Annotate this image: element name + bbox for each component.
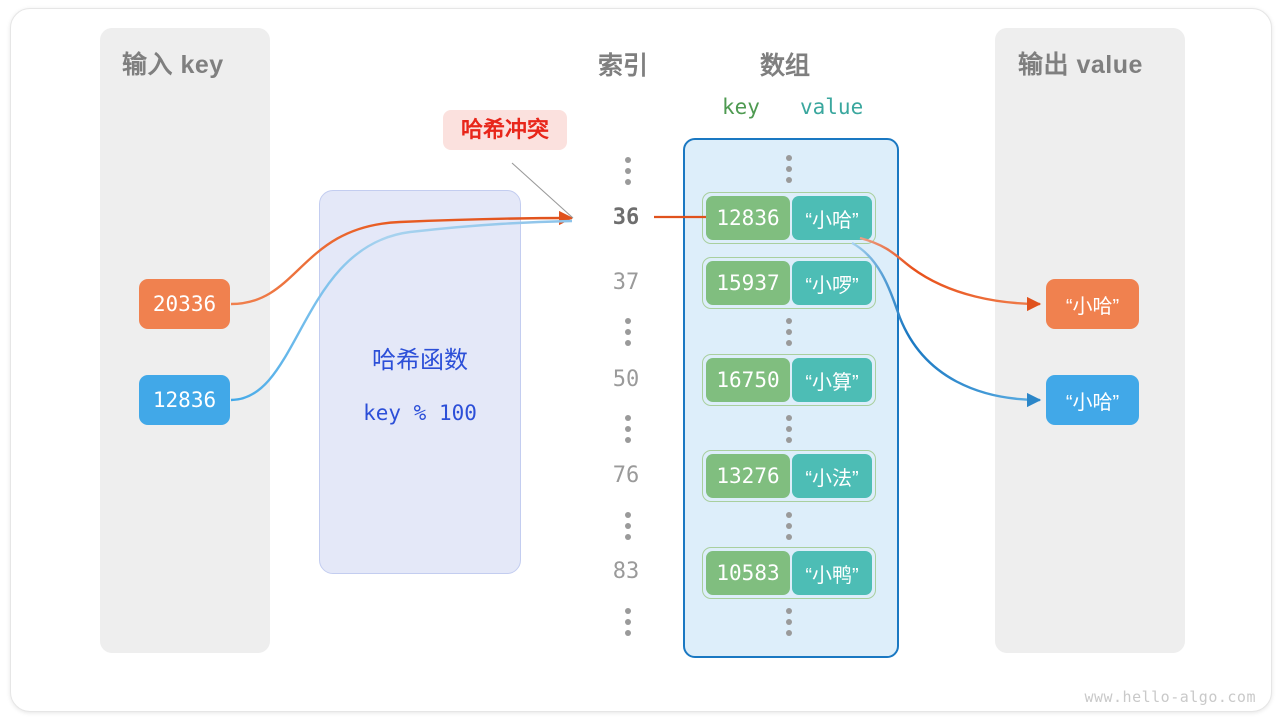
input-panel <box>100 28 270 653</box>
index-ellipsis <box>623 415 633 443</box>
output-value-label: “小哈” <box>1065 391 1120 414</box>
array-ellipsis <box>784 512 794 540</box>
output-value-pill-1: “小哈” <box>1046 375 1139 425</box>
array-bucket-76: 13276 “小法” <box>702 450 876 502</box>
array-ellipsis <box>784 415 794 443</box>
array-bucket-37: 15937 “小啰” <box>702 257 876 309</box>
input-key-pill-1: 12836 <box>139 375 230 425</box>
array-bucket-83: 10583 “小鸭” <box>702 547 876 599</box>
array-ellipsis <box>784 318 794 346</box>
bucket-value-cell: “小算” <box>792 358 872 402</box>
watermark: www.hello-algo.com <box>1084 688 1256 706</box>
input-panel-title: 输入 key <box>122 51 224 79</box>
bucket-value-cell: “小啰” <box>792 261 872 305</box>
hash-function-box: 哈希函数 key % 100 <box>319 190 521 574</box>
hash-collision-badge: 哈希冲突 <box>443 110 568 150</box>
bucket-value-cell: “小鸭” <box>792 551 872 595</box>
output-value-pill-0: “小哈” <box>1046 279 1139 329</box>
input-key-pill-0: 20336 <box>139 279 230 329</box>
bucket-key-cell: 16750 <box>706 358 790 402</box>
index-label-37: 37 <box>612 270 640 295</box>
array-ellipsis <box>784 608 794 636</box>
input-key-label: 20336 <box>152 292 217 316</box>
key-column-label: key <box>722 95 760 119</box>
index-label-36: 36 <box>612 205 640 230</box>
array-bucket-36: 12836 “小哈” <box>702 192 876 244</box>
index-ellipsis <box>623 512 633 540</box>
index-ellipsis <box>623 157 633 185</box>
bucket-value-cell: “小哈” <box>792 196 872 240</box>
bucket-key-cell: 12836 <box>706 196 790 240</box>
index-label-76: 76 <box>612 463 640 488</box>
input-key-label: 12836 <box>152 388 217 412</box>
array-bucket-50: 16750 “小算” <box>702 354 876 406</box>
bucket-value-cell: “小法” <box>792 454 872 498</box>
index-column-title: 索引 <box>598 52 649 80</box>
value-column-label: value <box>800 95 864 119</box>
output-panel-title: 输出 value <box>1018 51 1143 79</box>
hash-function-title: 哈希函数 <box>372 346 468 374</box>
bucket-key-cell: 15937 <box>706 261 790 305</box>
index-ellipsis <box>623 318 633 346</box>
index-label-83: 83 <box>612 559 640 584</box>
index-ellipsis <box>623 608 633 636</box>
array-ellipsis <box>784 155 794 183</box>
bucket-key-cell: 10583 <box>706 551 790 595</box>
array-column-title: 数组 <box>760 52 811 80</box>
hash-function-expression: key % 100 <box>363 400 477 425</box>
output-panel <box>995 28 1185 653</box>
index-label-50: 50 <box>612 367 640 392</box>
bucket-key-cell: 13276 <box>706 454 790 498</box>
output-value-label: “小哈” <box>1065 295 1120 318</box>
